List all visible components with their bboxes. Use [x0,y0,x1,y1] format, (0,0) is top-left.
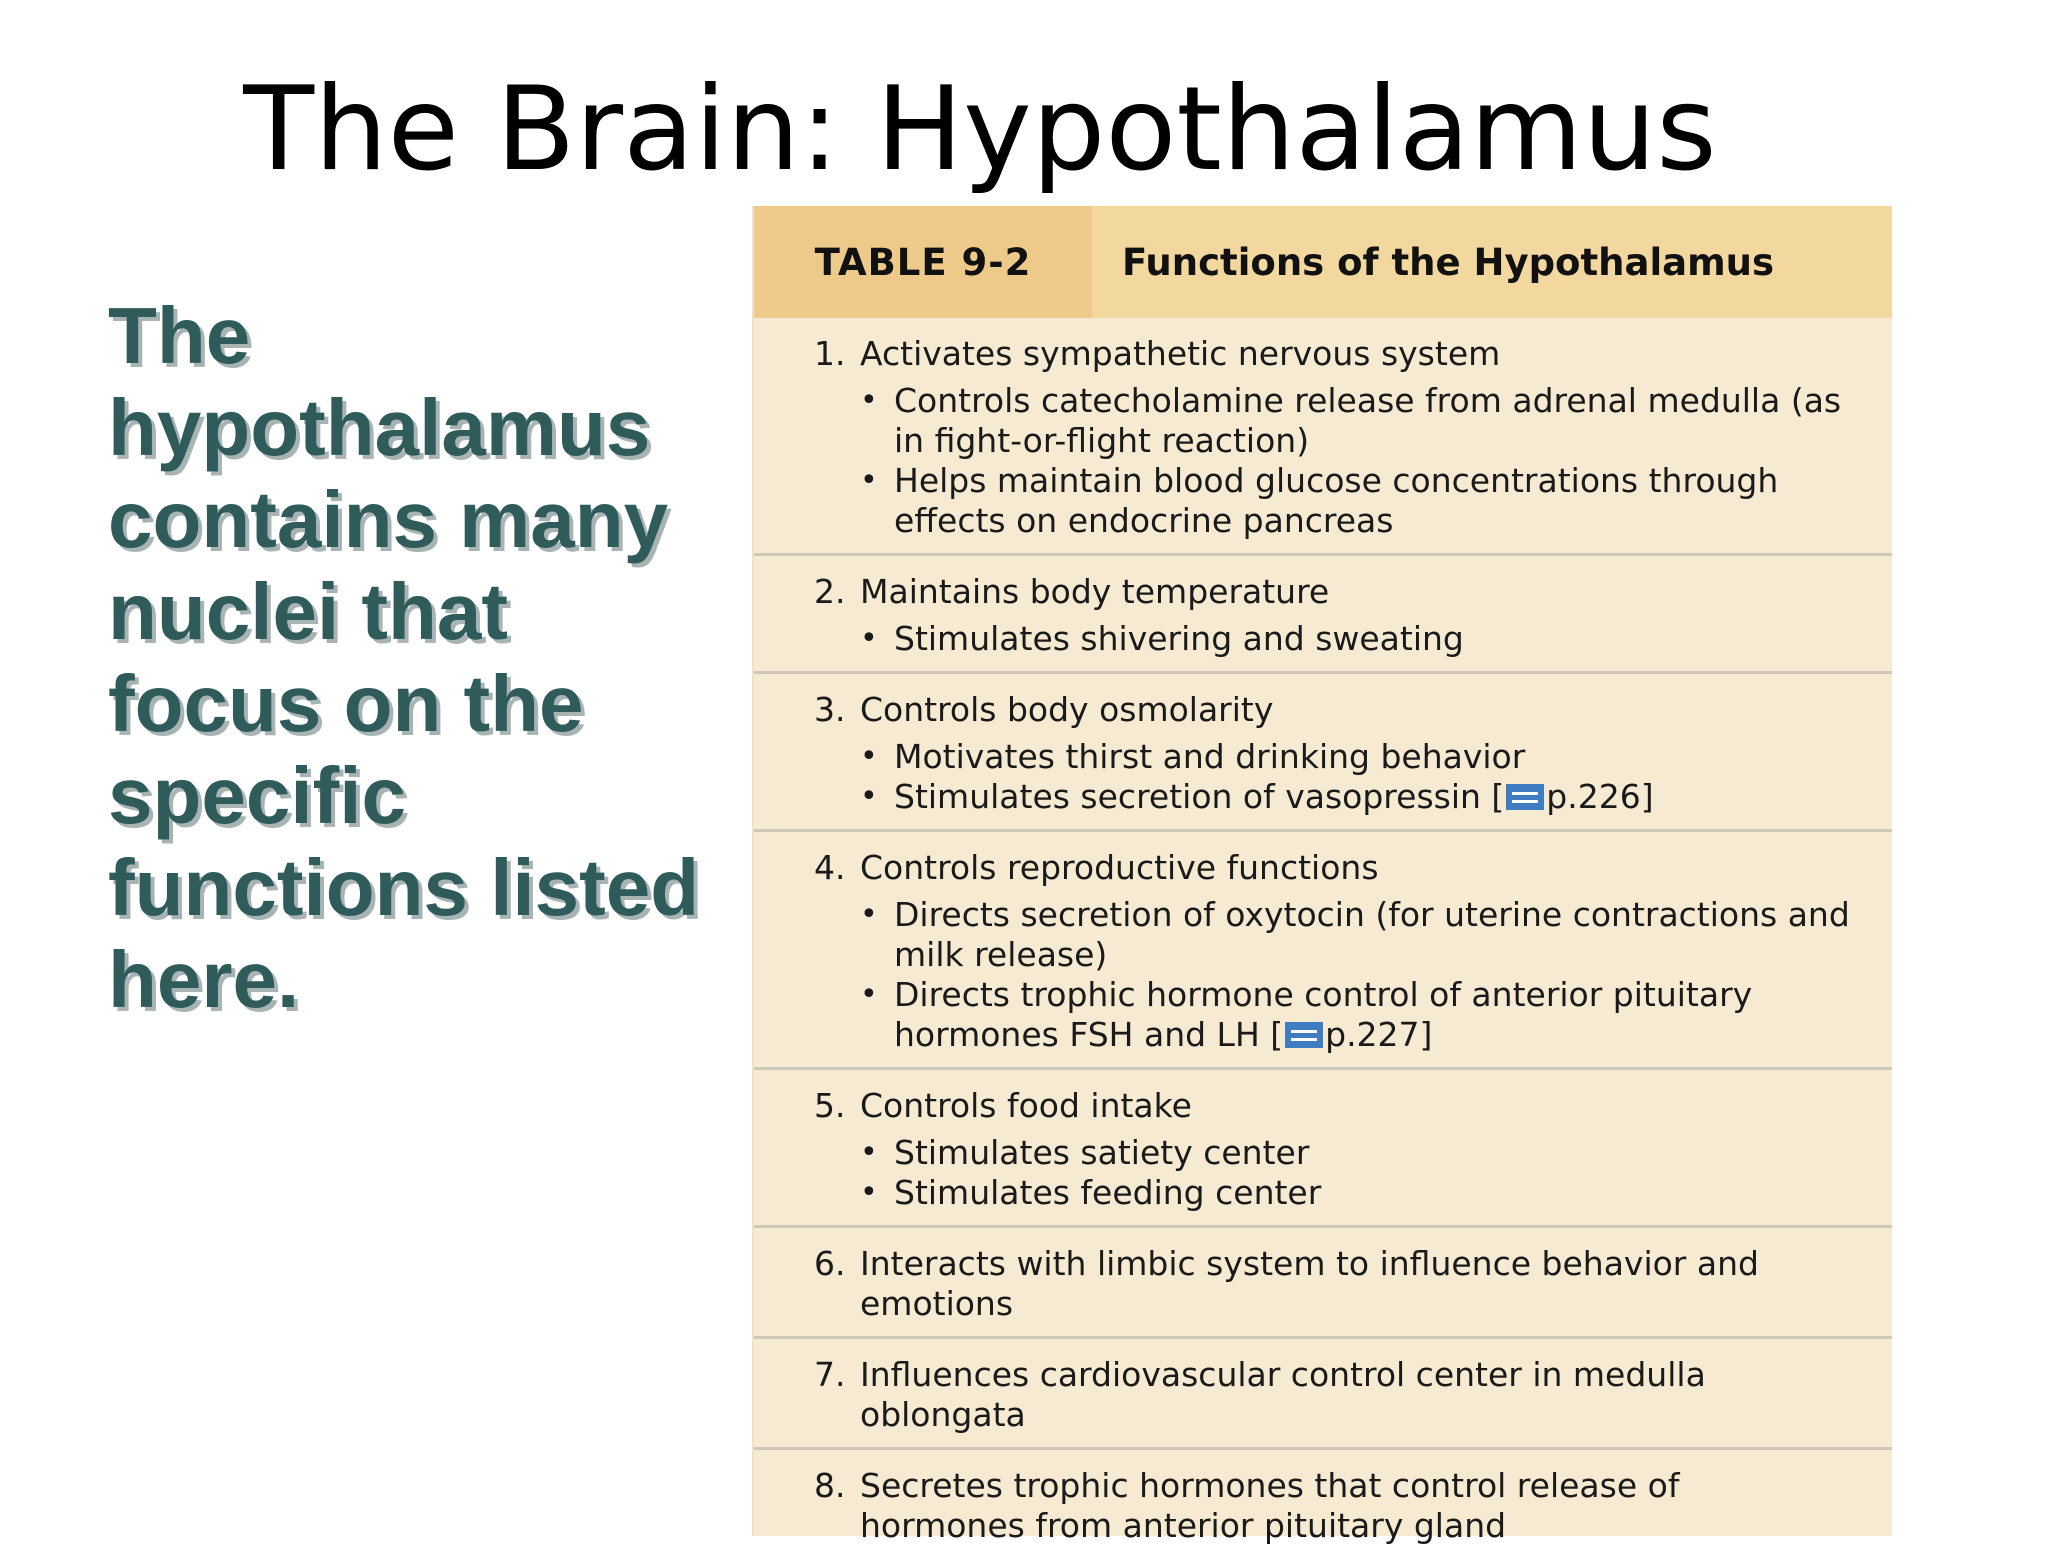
bullet-text-wrap: Helps maintain blood glucose concentrati… [894,461,1852,541]
row-heading: 7. Influences cardiovascular control cent… [814,1355,1852,1435]
bullet-dot-icon: • [860,383,878,418]
table-row: 5. Controls food intake • Stimulates satiet… [754,1067,1892,1225]
bullet-item: • Stimulates shivering and sweating [860,619,1852,659]
bullet-dot-icon: • [860,621,878,656]
row-heading: 8. Secretes trophic hormones that control… [814,1466,1852,1546]
row-function-text: Controls reproductive functions [860,848,1379,887]
table-row: 6. Interacts with limbic system to influe… [754,1225,1892,1336]
bullet-text-wrap: Directs trophic hormone control of anter… [894,975,1852,1055]
bullet-text: Directs secretion of oxytocin (for uteri… [894,895,1850,974]
bullet-item: • Directs secretion of oxytocin (for uter… [860,895,1852,975]
bullet-list: • Controls catecholamine release from adr… [860,381,1852,541]
bullet-item: • Directs trophic hormone control of ante… [860,975,1852,1055]
row-number: 4. [814,848,846,887]
row-heading: 5. Controls food intake [814,1086,1852,1126]
bullet-text-wrap: Controls catecholamine release from adre… [894,381,1852,461]
bullet-dot-icon: • [860,1135,878,1170]
bullet-text-wrap: Directs secretion of oxytocin (for uteri… [894,895,1852,975]
table-row: 1. Activates sympathetic nervous system • C… [754,318,1892,553]
bullet-item: • Stimulates satiety center [860,1133,1852,1173]
row-number: 1. [814,334,846,373]
bullet-text: Helps maintain blood glucose concentrati… [894,461,1779,540]
bullet-text: Stimulates feeding center [894,1173,1322,1212]
bullet-dot-icon: • [860,463,878,498]
row-number: 8. [814,1466,846,1505]
bullet-text: Controls catecholamine release from adre… [894,381,1842,460]
table-header: TABLE 9-2 Functions of the Hypothalamus [754,206,1892,318]
slide-title: The Brain: Hypothalamus [243,62,1717,197]
bullet-dot-icon: • [860,739,878,774]
bullet-text: Stimulates shivering and sweating [894,619,1464,658]
bullet-dot-icon: • [860,1175,878,1210]
row-heading: 6. Interacts with limbic system to influe… [814,1244,1852,1324]
row-number: 7. [814,1355,846,1394]
table-caption: Functions of the Hypothalamus [1122,240,1775,284]
bullet-item: • Stimulates feeding center [860,1173,1852,1213]
table-body: 1. Activates sympathetic nervous system • C… [754,318,1892,1558]
bullet-list: • Stimulates shivering and sweating [860,619,1852,659]
row-number: 5. [814,1086,846,1125]
table-row: 4. Controls reproductive functions • Direct… [754,829,1892,1067]
row-function-text: Maintains body temperature [860,572,1330,611]
bullet-list: • Directs secretion of oxytocin (for uter… [860,895,1852,1055]
row-number: 6. [814,1244,846,1283]
table-number: TABLE 9-2 [754,206,1092,318]
bullet-dot-icon: • [860,977,878,1012]
row-heading: 3. Controls body osmolarity [814,690,1852,730]
bullet-text-wrap: Motivates thirst and drinking behavior [894,737,1852,777]
side-description: The hypothalamus contains many nuclei th… [108,291,700,1024]
row-number: 2. [814,572,846,611]
bullet-text-wrap: Stimulates feeding center [894,1173,1852,1213]
row-function-text: Activates sympathetic nervous system [860,334,1501,373]
bullet-item: • Stimulates secretion of vasopressin [ p.… [860,777,1852,817]
bullet-text: Stimulates satiety center [894,1133,1310,1172]
row-heading: 2. Maintains body temperature [814,572,1852,612]
row-heading: 4. Controls reproductive functions [814,848,1852,888]
bullet-dot-icon: • [860,779,878,814]
bullet-text-wrap: Stimulates secretion of vasopressin [ p.2… [894,777,1852,817]
table-row: 3. Controls body osmolarity • Motivates thi… [754,671,1892,829]
bullet-item: • Motivates thirst and drinking behavior [860,737,1852,777]
row-function-text: Secretes trophic hormones that control r… [860,1466,1680,1545]
bullet-text-wrap: Stimulates shivering and sweating [894,619,1852,659]
bullet-item: • Controls catecholamine release from adr… [860,381,1852,461]
bullet-text: Directs trophic hormone control of anter… [894,975,1753,1054]
table-row: 2. Maintains body temperature • Stimulates … [754,553,1892,671]
bullet-item: • Helps maintain blood glucose concentrat… [860,461,1852,541]
bullet-text: Stimulates secretion of vasopressin [ [894,777,1505,816]
row-function-text: Influences cardiovascular control center… [860,1355,1706,1434]
row-function-text: Controls body osmolarity [860,690,1274,729]
bullet-list: • Stimulates satiety center • Stimulates fe… [860,1133,1852,1213]
functions-table: TABLE 9-2 Functions of the Hypothalamus … [752,206,1892,1545]
row-function-text: Controls food intake [860,1086,1192,1125]
bullet-list: •Motivates thirst and drinking behavior•… [860,737,1852,817]
page-reference-icon [1506,784,1545,810]
row-heading: 1. Activates sympathetic nervous system [814,334,1852,374]
bullet-text-wrap: Stimulates satiety center [894,1133,1852,1173]
table-row: 7. Influences cardiovascular control cent… [754,1336,1892,1447]
row-function-text: Interacts with limbic system to influenc… [860,1244,1759,1323]
page-reference-icon [1285,1022,1324,1048]
bullet-text: Motivates thirst and drinking behavior [894,737,1526,776]
page-reference: p.227] [1325,1015,1433,1054]
bullet-dot-icon: • [860,897,878,932]
table-row: 8. Secretes trophic hormones that control… [754,1447,1892,1558]
row-number: 3. [814,690,846,729]
page-reference: p.226] [1546,777,1654,816]
